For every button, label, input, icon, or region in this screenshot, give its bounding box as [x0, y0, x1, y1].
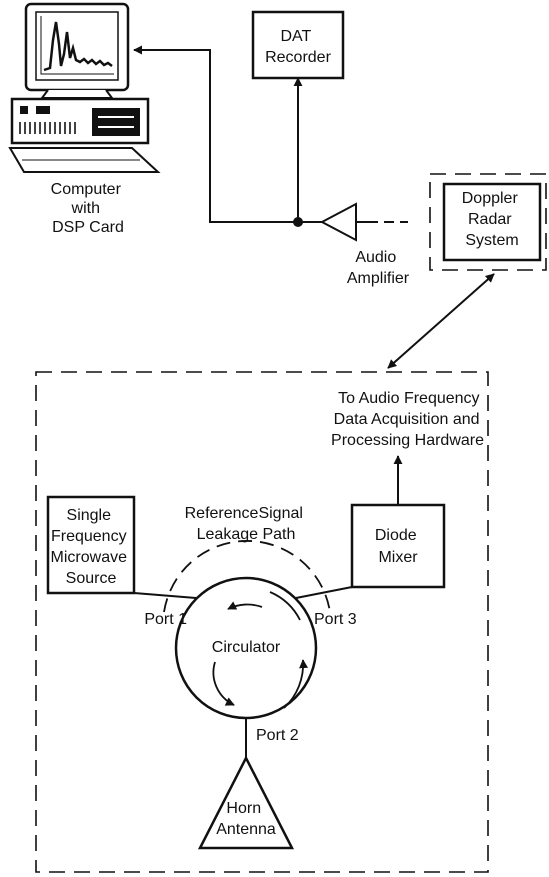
circulator-flow-arrow-left [212, 661, 235, 706]
audio-amplifier-label-line2: Amplifier [347, 270, 410, 287]
leakage-path-label: ReferenceSignal Leakage Path [185, 505, 308, 543]
diode-mixer-label-line2: Mixer [378, 549, 418, 566]
microwave-source-label-line4: Source [66, 570, 117, 587]
diode-mixer-label-line1: Diode [375, 527, 417, 544]
microwave-source-box [46, 495, 136, 595]
port3-label: Port 3 [314, 611, 357, 628]
horn-antenna-label-line2: Antenna [216, 821, 276, 838]
port2-label: Port 2 [256, 727, 299, 744]
circulator-label: Circulator [212, 639, 281, 656]
audio-amplifier-symbol [319, 202, 357, 242]
to-audio-hardware-label-line1: To Audio Frequency [338, 390, 479, 407]
leakage-path-label-line2: Leakage Path [197, 526, 296, 543]
diode-mixer-box [350, 503, 446, 589]
computer-label-line1: Computer [51, 181, 122, 198]
drive-led [20, 106, 28, 114]
microwave-source-label-line3: Microwave [51, 549, 128, 566]
radar-detail-link-arrow [387, 273, 495, 369]
doppler-radar-label: Doppler Radar System [462, 190, 522, 249]
leakage-path-label-line1: ReferenceSignal [185, 505, 303, 522]
computer-label-line3: DSP Card [52, 219, 124, 236]
port3-connection [295, 586, 353, 599]
horn-antenna-label-line1: Horn [226, 800, 261, 817]
spectrum-trace [43, 21, 113, 72]
to-audio-hardware-label-line3: Processing Hardware [331, 432, 484, 449]
microwave-source-label: Single Frequency Microwave Source [51, 507, 132, 587]
dat-recorder-label: DAT Recorder [265, 28, 331, 66]
radar-detail-dashed-enclosure [35, 371, 489, 873]
diode-mixer-label: Diode Mixer [375, 527, 421, 566]
floppy-drive-bay [92, 108, 140, 136]
computer-label-line2: with [71, 200, 100, 217]
circulator-flow-arc-top-right [269, 591, 301, 621]
microwave-source-label-line2: Frequency [51, 528, 127, 545]
vent-slots [19, 122, 76, 134]
doppler-radar-label-line3: System [465, 232, 518, 249]
junction-to-computer-wire [133, 45, 298, 223]
audio-amplifier-label: Audio Amplifier [347, 249, 410, 287]
leakage-path-dashed-arc [163, 540, 331, 613]
port1-label: Port 1 [144, 611, 187, 628]
microwave-source-label-line1: Single [67, 507, 112, 524]
audio-amplifier-label-line1: Audio [355, 249, 396, 266]
circulator-flow-arrow-right [283, 659, 309, 709]
horn-antenna-symbol [197, 755, 295, 850]
signal-junction-dot [293, 217, 303, 227]
dat-recorder-box [251, 10, 345, 80]
port1-connection [133, 592, 197, 599]
monitor-stand [40, 89, 114, 99]
horn-antenna-label: Horn Antenna [216, 800, 276, 838]
to-audio-hardware-label-line2: Data Acquisition and [334, 411, 480, 428]
doppler-radar-box [442, 182, 542, 262]
drive-button [36, 106, 50, 114]
computer-icon [8, 2, 161, 173]
doppler-radar-label-line2: Radar [468, 211, 512, 228]
dat-recorder-label-line1: DAT [281, 28, 312, 45]
circulator-flow-arrow-top [227, 601, 263, 610]
computer-label: Computer with DSP Card [51, 181, 126, 236]
screen-axes [40, 16, 114, 75]
doppler-radar-label-line1: Doppler [462, 190, 519, 207]
to-audio-hardware-label: To Audio Frequency Data Acquisition and … [331, 390, 484, 449]
doppler-radar-dashed-enclosure [429, 173, 547, 271]
dat-recorder-label-line2: Recorder [265, 49, 331, 66]
